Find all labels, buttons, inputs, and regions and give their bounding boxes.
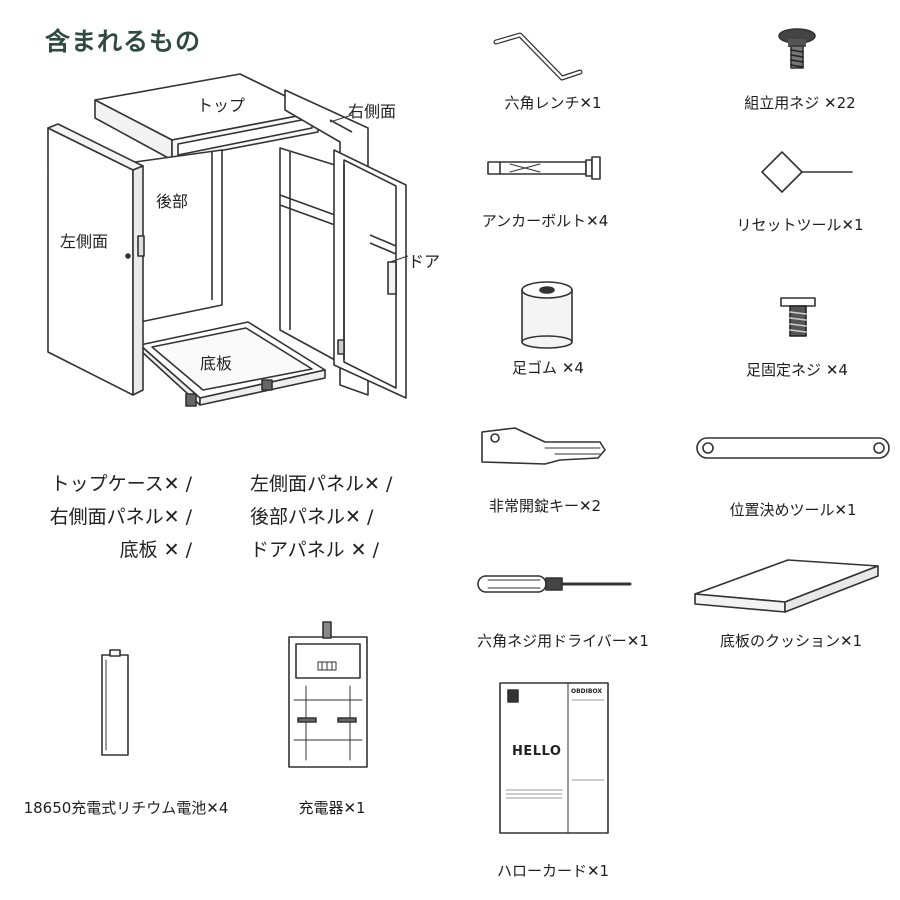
part-label-door: ドア bbox=[408, 252, 441, 271]
part-label-bottom: 底板 bbox=[200, 354, 233, 373]
battery-icon bbox=[101, 649, 129, 756]
hello-card-headline: HELLO bbox=[512, 744, 562, 759]
panel-list-item: 左側面パネル✕ / bbox=[250, 473, 393, 495]
label-battery: 18650充電式リチウム電池✕4 bbox=[23, 799, 229, 817]
label-foot-screw: 足固定ネジ ✕4 bbox=[746, 361, 848, 379]
reset-tool-icon bbox=[761, 151, 853, 193]
label-hex-driver: 六角ネジ用ドライバー✕1 bbox=[477, 632, 649, 650]
part-label-right-side: 右側面 bbox=[348, 102, 397, 121]
label-hello-card: ハローカード✕1 bbox=[496, 862, 610, 880]
positioning-tool-icon bbox=[696, 437, 890, 459]
part-label-back: 後部 bbox=[156, 192, 189, 211]
panel-list-item: 後部パネル✕ / bbox=[250, 506, 374, 528]
anchor-bolt-icon bbox=[487, 156, 601, 180]
panel-list-item: トップケース✕ / bbox=[50, 473, 192, 495]
label-emergency-key: 非常開錠キー✕2 bbox=[488, 497, 602, 515]
part-label-left-side: 左側面 bbox=[60, 232, 109, 251]
cushion-icon bbox=[694, 559, 879, 613]
rubber-foot-icon bbox=[521, 281, 573, 349]
charger-icon bbox=[288, 621, 368, 768]
panel-list-item: 底板 ✕ / bbox=[119, 539, 192, 561]
label-reset-tool: リセットツール✕1 bbox=[736, 216, 864, 234]
screwdriver-icon bbox=[477, 575, 632, 593]
label-charger: 充電器✕1 bbox=[298, 799, 366, 817]
screw-icon bbox=[778, 28, 816, 69]
key-icon bbox=[481, 427, 606, 465]
part-label-top: トップ bbox=[197, 96, 246, 115]
panel-list-item: ドアパネル ✕ / bbox=[250, 539, 380, 561]
label-hex-wrench: 六角レンチ✕1 bbox=[504, 94, 602, 112]
label-assembly-screw: 組立用ネジ ✕22 bbox=[744, 94, 856, 112]
foot-screw-icon bbox=[780, 297, 816, 337]
hello-card-icon bbox=[499, 682, 609, 834]
label-bottom-cushion: 底板のクッション✕1 bbox=[719, 632, 863, 650]
panel-list-item: 右側面パネル✕ / bbox=[49, 506, 192, 528]
label-positioning-tool: 位置決めツール✕1 bbox=[729, 501, 857, 519]
section-title: 含まれるもの bbox=[45, 27, 202, 56]
label-rubber-foot: 足ゴム ✕4 bbox=[512, 359, 584, 377]
label-anchor-bolt: アンカーボルト✕4 bbox=[481, 212, 609, 230]
hello-card-brand: OBDIBOX bbox=[571, 688, 602, 695]
hex-wrench-icon bbox=[493, 32, 583, 81]
